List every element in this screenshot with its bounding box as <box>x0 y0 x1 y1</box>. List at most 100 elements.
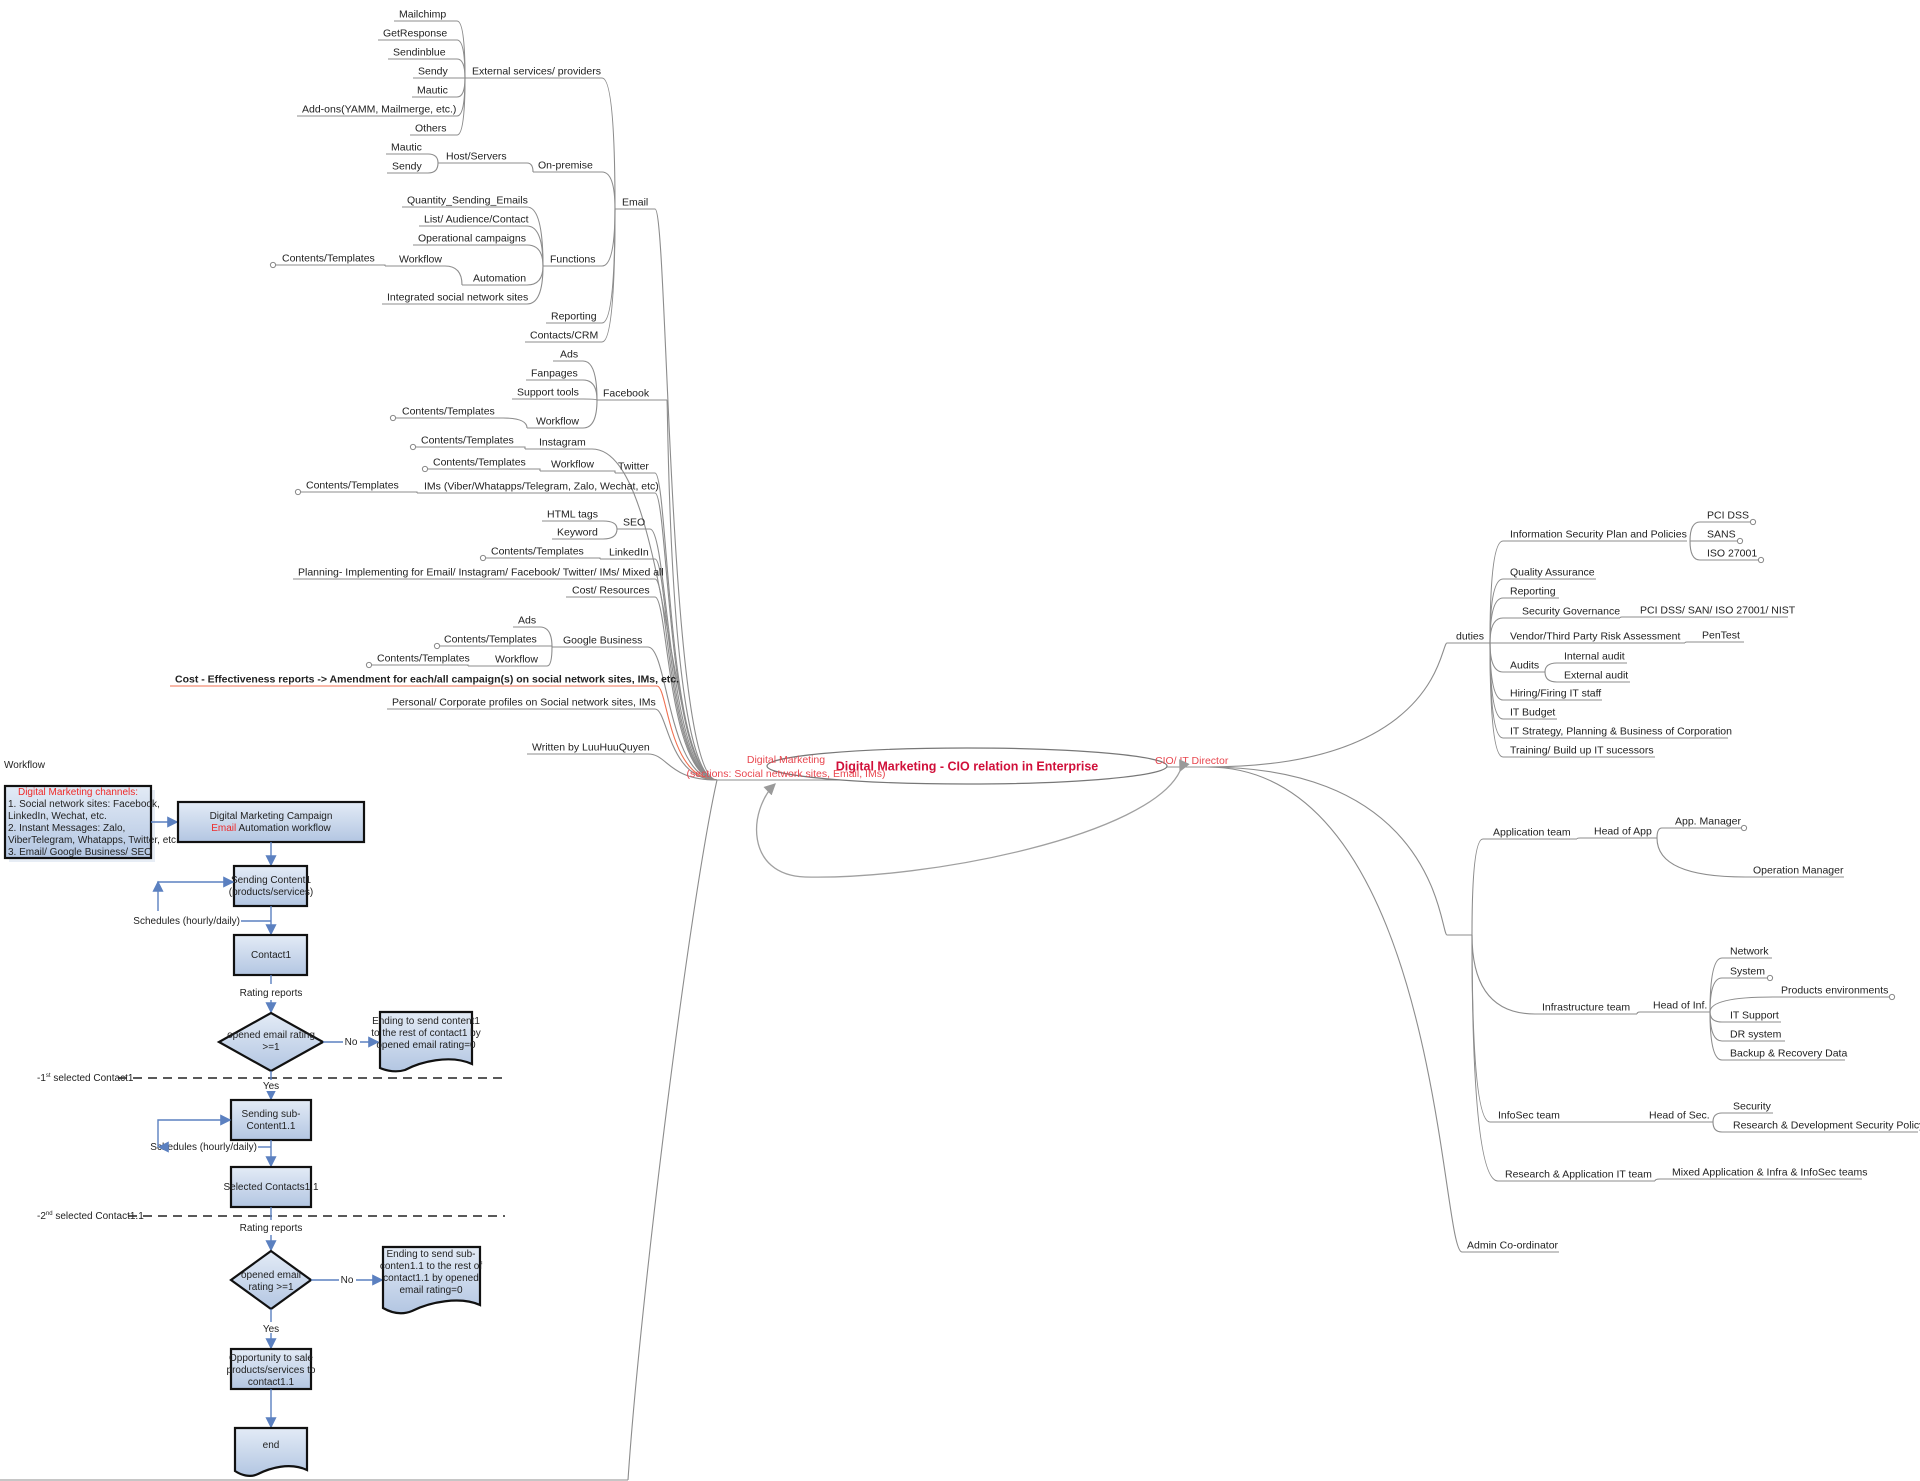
provider-item[interactable]: Sendinblue <box>393 47 446 59</box>
collapse-toggle-icon[interactable] <box>1749 518 1757 526</box>
ending1-document[interactable] <box>378 1010 474 1073</box>
duty-item[interactable]: IT Strategy, Planning & Business of Corp… <box>1510 726 1732 738</box>
host-item[interactable]: Sendy <box>392 161 423 173</box>
automation-workflow-node[interactable]: Workflow <box>399 254 442 266</box>
collapse-toggle-icon[interactable] <box>433 642 441 650</box>
collapse-toggle-icon[interactable] <box>409 443 417 451</box>
duties-node[interactable]: duties <box>1456 631 1484 643</box>
provider-item[interactable]: Others <box>415 123 447 135</box>
functions-node[interactable]: Functions <box>550 254 596 266</box>
contact1-box[interactable] <box>232 933 309 977</box>
duty-item[interactable]: IT Budget <box>1510 707 1555 719</box>
infosec-team-node[interactable]: InfoSec team <box>1498 1110 1560 1122</box>
google-workflow-node[interactable]: Workflow <box>495 654 538 666</box>
cio-topic[interactable]: CIO/ IT Director <box>1155 755 1229 767</box>
contacts-crm-node[interactable]: Contacts/CRM <box>530 330 598 342</box>
facebook-node[interactable]: Facebook <box>603 388 650 400</box>
duty-item[interactable]: Quality Assurance <box>1510 567 1595 579</box>
end-document[interactable] <box>233 1426 309 1477</box>
facebook-item[interactable]: Workflow <box>536 416 579 428</box>
facebook-item[interactable]: Fanpages <box>531 368 578 380</box>
facebook-item[interactable]: Support tools <box>517 387 579 399</box>
collapse-toggle-icon[interactable] <box>365 661 373 669</box>
channels-box[interactable] <box>3 784 153 860</box>
linkedin-node[interactable]: LinkedIn <box>609 547 649 559</box>
cost-resources-node[interactable]: Cost/ Resources <box>572 585 650 597</box>
seo-node[interactable]: SEO <box>623 517 645 529</box>
duty-item[interactable]: Audits <box>1510 660 1539 672</box>
function-item[interactable]: Quantity_Sending_Emails <box>407 195 528 207</box>
admin-node[interactable]: Admin Co-ordinator <box>1467 1240 1559 1252</box>
collapse-toggle-icon[interactable] <box>421 465 429 473</box>
collapse-toggle-icon[interactable] <box>1757 556 1765 564</box>
provider-item[interactable]: GetResponse <box>383 28 447 40</box>
head-of-app-node[interactable]: Head of App <box>1594 826 1652 838</box>
duty-item[interactable]: Hiring/Firing IT staff <box>1510 688 1601 700</box>
app-manager-node[interactable]: App. Manager <box>1675 816 1741 828</box>
author-node[interactable]: Written by LuuHuuQuyen <box>532 742 650 754</box>
facebook-contents-node[interactable]: Contents/Templates <box>402 406 495 418</box>
duty-item[interactable]: Training/ Build up IT sucessors <box>1510 745 1654 757</box>
function-item[interactable]: Integrated social network sites <box>387 292 528 304</box>
email-reporting-node[interactable]: Reporting <box>551 311 597 323</box>
seo-item[interactable]: HTML tags <box>547 509 598 521</box>
infrastructure-team-node[interactable]: Infrastructure team <box>1542 1002 1630 1014</box>
collapse-toggle-icon[interactable] <box>269 261 277 269</box>
ims-contents-node[interactable]: Contents/Templates <box>306 480 399 492</box>
duty-item[interactable]: Security Governance <box>1522 606 1620 618</box>
provider-item[interactable]: Sendy <box>418 66 449 78</box>
standard-item[interactable]: SANS <box>1707 529 1736 541</box>
infra-item[interactable]: Network <box>1730 946 1769 958</box>
google-business-node[interactable]: Google Business <box>563 635 642 647</box>
external-services-node[interactable]: External services/ providers <box>472 66 601 78</box>
collapse-toggle-icon[interactable] <box>294 488 302 496</box>
host-item[interactable]: Mautic <box>391 142 422 154</box>
collapse-toggle-icon[interactable] <box>389 414 397 422</box>
research-team-node[interactable]: Research & Application IT team <box>1505 1169 1652 1181</box>
standard-item[interactable]: PCI DSS <box>1707 510 1749 522</box>
ims-node[interactable]: IMs (Viber/Whatapps/Telegram, Zalo, Wech… <box>424 481 659 493</box>
provider-item[interactable]: Add-ons(YAMM, Mailmerge, etc.) <box>302 104 456 116</box>
operation-manager-node[interactable]: Operation Manager <box>1753 865 1844 877</box>
infra-item[interactable]: System <box>1730 966 1765 978</box>
google-contents-node[interactable]: Contents/Templates <box>444 634 537 646</box>
google-workflow-contents-node[interactable]: Contents/Templates <box>377 653 470 665</box>
instagram-node[interactable]: Instagram <box>539 437 586 449</box>
collapse-toggle-icon[interactable] <box>1888 993 1896 1001</box>
linkedin-contents-node[interactable]: Contents/Templates <box>491 546 584 558</box>
facebook-item[interactable]: Ads <box>560 349 578 361</box>
collapse-toggle-icon[interactable] <box>479 554 487 562</box>
instagram-contents-node[interactable]: Contents/Templates <box>421 435 514 447</box>
pentest-node[interactable]: PenTest <box>1702 630 1740 642</box>
email-node[interactable]: Email <box>622 197 648 209</box>
campaign-box[interactable] <box>176 800 366 844</box>
on-premise-node[interactable]: On-premise <box>538 160 593 172</box>
seo-item[interactable]: Keyword <box>557 527 598 539</box>
audit-item[interactable]: External audit <box>1564 670 1628 682</box>
twitter-workflow-node[interactable]: Workflow <box>551 459 594 471</box>
sending-content1-box[interactable] <box>232 864 309 908</box>
relationship-arrow[interactable] <box>756 759 1190 878</box>
collapse-toggle-icon[interactable] <box>1766 974 1774 982</box>
infra-item[interactable]: Products environments <box>1781 985 1888 997</box>
function-item[interactable]: List/ Audience/Contact <box>424 214 529 226</box>
collapse-toggle-icon[interactable] <box>1736 537 1744 545</box>
infra-item[interactable]: DR system <box>1730 1029 1782 1041</box>
head-of-sec-node[interactable]: Head of Sec. <box>1649 1110 1710 1122</box>
host-servers-node[interactable]: Host/Servers <box>446 151 507 163</box>
cost-effectiveness-node[interactable]: Cost - Effectiveness reports -> Amendmen… <box>175 674 679 686</box>
duty-item[interactable]: Information Security Plan and Policies <box>1510 529 1687 541</box>
function-item[interactable]: Operational campaigns <box>418 233 526 245</box>
google-ads-node[interactable]: Ads <box>518 615 536 627</box>
provider-item[interactable]: Mautic <box>417 85 448 97</box>
duty-item[interactable]: Vendor/Third Party Risk Assessment <box>1510 631 1680 643</box>
collapse-toggle-icon[interactable] <box>1740 824 1748 832</box>
infosec-item[interactable]: Research & Development Security Policy <box>1733 1120 1920 1132</box>
function-item[interactable]: Automation <box>473 273 526 285</box>
twitter-contents-node[interactable]: Contents/Templates <box>433 457 526 469</box>
infra-item[interactable]: IT Support <box>1730 1010 1779 1022</box>
research-detail-node[interactable]: Mixed Application & Infra & InfoSec team… <box>1672 1167 1868 1179</box>
standard-item[interactable]: ISO 27001 <box>1707 548 1757 560</box>
profiles-node[interactable]: Personal/ Corporate profiles on Social n… <box>392 697 656 709</box>
infra-item[interactable]: Backup & Recovery Data <box>1730 1048 1847 1060</box>
